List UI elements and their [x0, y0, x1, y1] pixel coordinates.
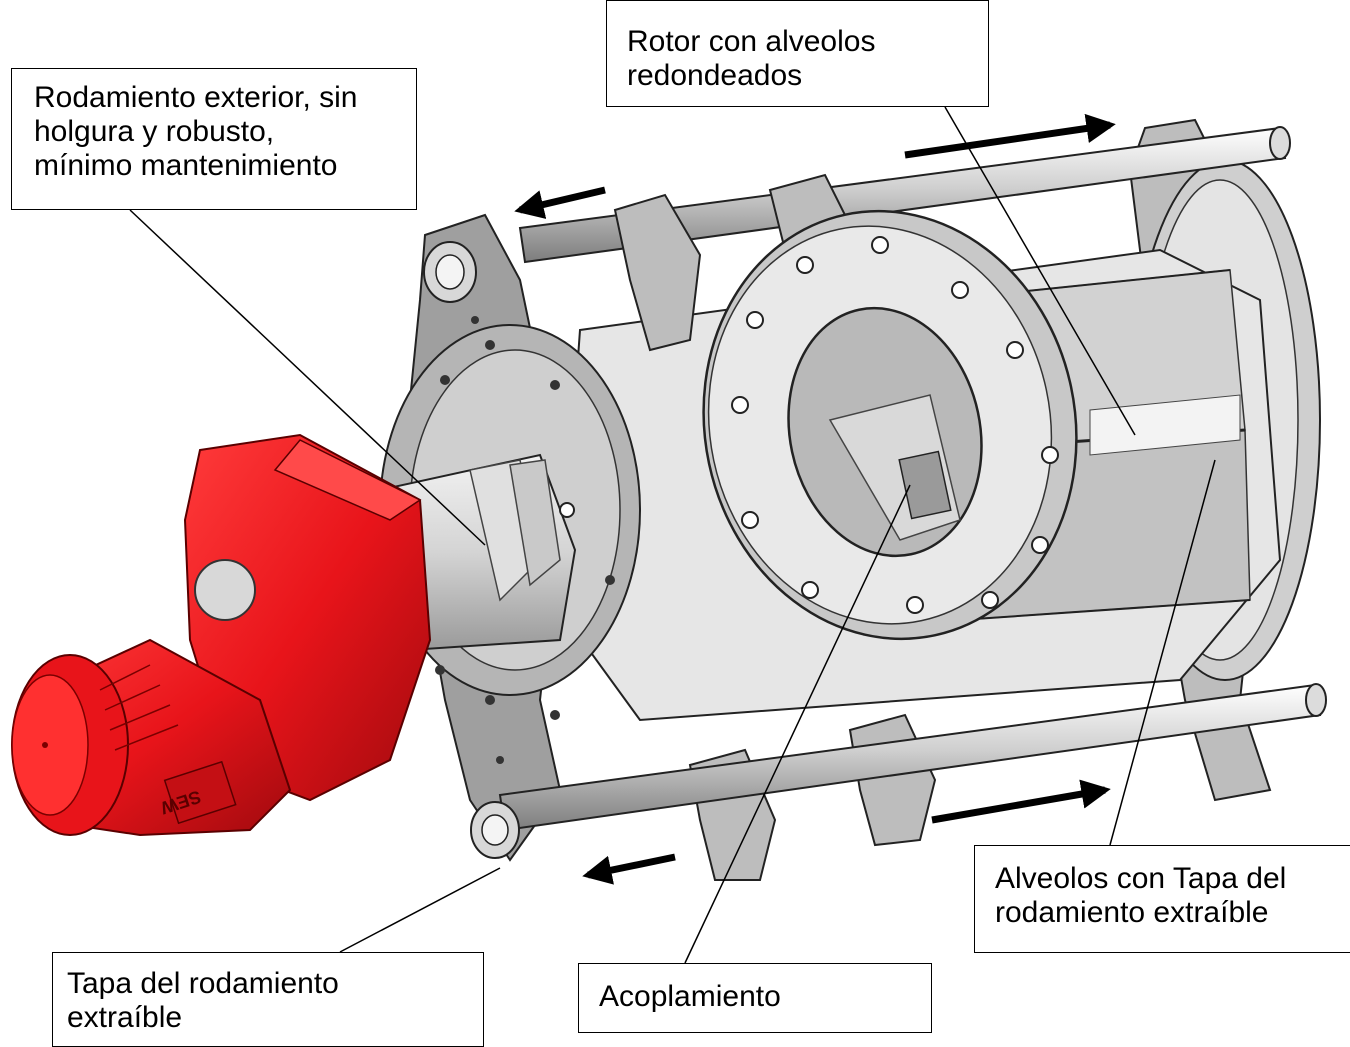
leader-lines	[129, 106, 1216, 964]
motion-arrows	[514, 113, 1116, 885]
leader-rotor	[944, 106, 1136, 436]
bearing-housing	[378, 453, 577, 652]
upper-tie-rod	[518, 126, 1291, 264]
callout-tapa-line-1: Tapa del rodamiento	[67, 967, 339, 1000]
callout-acoplamiento-line-1: Acoplamiento	[599, 980, 781, 1013]
callout-acoplamiento: Acoplamiento	[578, 963, 932, 1033]
arrow-lower-left	[582, 853, 676, 885]
callout-rodamiento: Rodamiento exterior, sin holgura y robus…	[11, 68, 417, 210]
callout-rotor-line-1: Rotor con alveolos	[627, 25, 876, 58]
leader-alveolos	[1109, 459, 1216, 846]
callout-rodamiento-line-1: Rodamiento exterior, sin	[34, 81, 358, 114]
arrow-upper-left	[514, 186, 606, 219]
inlet-flange	[702, 209, 1078, 641]
callout-tapa-line-2: extraíble	[67, 1001, 183, 1034]
gear-motor: SEW	[11, 433, 432, 837]
leader-rodamiento	[129, 209, 486, 546]
callout-tapa: Tapa del rodamiento extraíble	[52, 952, 484, 1047]
callout-rodamiento-line-2: holgura y robusto,	[34, 115, 275, 148]
arrow-upper-right	[904, 113, 1116, 159]
arrow-lower-right	[931, 779, 1111, 824]
leader-tapa	[339, 867, 501, 953]
leader-acoplamiento	[684, 484, 911, 964]
callout-rotor: Rotor con alveolos redondeados	[606, 0, 989, 107]
callout-rodamiento-line-3: mínimo mantenimiento	[34, 149, 338, 182]
callout-alveolos-line-1: Alveolos con Tapa del	[995, 862, 1287, 895]
callout-alveolos-line-2: rodamiento extraíble	[995, 896, 1269, 929]
bearing-caps	[423, 241, 520, 859]
callout-rotor-line-2: redondeados	[627, 59, 803, 92]
callout-alveolos: Alveolos con Tapa del rodamiento extraíb…	[974, 845, 1350, 953]
